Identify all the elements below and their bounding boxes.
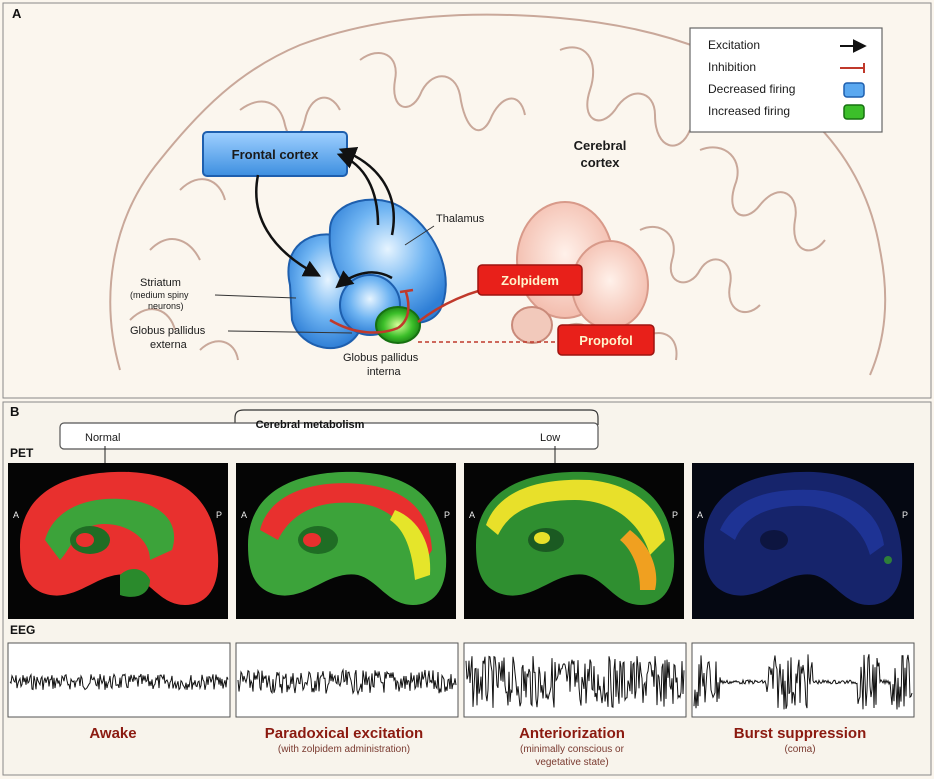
- zolpidem-box: [477, 264, 583, 296]
- pet-anteriorization-posterior: P: [672, 510, 678, 520]
- striatum-label-1: Striatum: [140, 277, 181, 289]
- striatum-label-3: neurons): [148, 301, 184, 311]
- panel-b: B Cerebral metabolism Normal Low PET A P: [2, 401, 932, 776]
- legend-excitation-label: Excitation: [708, 38, 760, 52]
- pet-image-anteriorization: A P: [464, 463, 684, 619]
- legend-inhibition-label: Inhibition: [708, 60, 756, 74]
- state-sub-anteriorization-2: vegetative state): [535, 757, 608, 768]
- metabolism-bracket: [234, 409, 599, 425]
- state-sub-anteriorization-1: (minimally conscious or: [520, 744, 625, 755]
- pet-image-awake: A P: [8, 463, 228, 619]
- metabolism-title: Cerebral metabolism: [256, 419, 365, 431]
- panel-a: A Frontal cortex: [2, 2, 932, 399]
- state-name-anteriorization: Anteriorization: [519, 725, 625, 742]
- excitation-arrows: [255, 147, 395, 289]
- state-name-burst: Burst suppression: [734, 725, 867, 742]
- state-name-awake: Awake: [89, 725, 136, 742]
- pet-image-paradoxical: A P: [236, 463, 456, 619]
- pet-awake-anterior: A: [13, 510, 19, 520]
- eeg-traces: [9, 654, 913, 710]
- gpi-label-1: Globus pallidus: [343, 352, 419, 364]
- eeg-trace-anteriorization: [465, 655, 685, 708]
- pet-paradoxical-anterior: A: [241, 510, 247, 520]
- normal-label: Normal: [85, 432, 120, 444]
- eeg-frame-awake: [7, 642, 231, 718]
- striatum-label-2: (medium spiny: [130, 290, 189, 300]
- pet-awake-posterior: P: [216, 510, 222, 520]
- legend: Excitation Inhibition Decreased firing I…: [689, 27, 883, 133]
- state-sub-paradoxical: (with zolpidem administration): [278, 744, 410, 755]
- gpe-label-2: externa: [150, 339, 188, 351]
- eeg-trace-burst: [693, 654, 913, 710]
- pet-burst-posterior: P: [902, 510, 908, 520]
- low-label: Low: [540, 432, 560, 444]
- gpe-leader: [227, 330, 353, 334]
- eeg-trace-awake: [9, 672, 229, 691]
- pet-label: PET: [10, 446, 34, 460]
- propofol-label: Propofol: [579, 333, 632, 348]
- thalamus-label: Thalamus: [436, 213, 485, 225]
- legend-decreased-label: Decreased firing: [708, 82, 795, 96]
- eeg-label: EEG: [10, 623, 35, 637]
- pet-burst-anterior: A: [697, 510, 703, 520]
- gpi-label-2: interna: [367, 366, 402, 378]
- brain-outline: [109, 13, 887, 376]
- propofol-box: [557, 324, 655, 356]
- pet-image-burst-suppression: A P: [692, 463, 914, 619]
- state-name-paradoxical: Paradoxical excitation: [265, 725, 423, 742]
- legend-increased-swatch: [843, 104, 865, 120]
- striatum-leader: [214, 294, 297, 299]
- panel-b-letter: B: [10, 404, 19, 419]
- cerebral-cortex-label-2: cortex: [580, 155, 620, 170]
- pet-paradoxical-posterior: P: [444, 510, 450, 520]
- eeg-trace-paradoxical: [237, 668, 457, 696]
- legend-decreased-swatch: [843, 82, 865, 98]
- thalamus-leader: [404, 225, 435, 246]
- cerebral-cortex-label-1: Cerebral: [574, 138, 627, 153]
- zolpidem-label: Zolpidem: [501, 273, 559, 288]
- metabolism-box: [59, 422, 599, 450]
- pet-anteriorization-anterior: A: [469, 510, 475, 520]
- panel-a-letter: A: [12, 6, 22, 21]
- gpi-shape: [375, 306, 421, 344]
- legend-increased-label: Increased firing: [708, 104, 790, 118]
- gpe-label-1: Globus pallidus: [130, 325, 206, 337]
- frontal-cortex-label: Frontal cortex: [232, 147, 319, 162]
- state-sub-burst: (coma): [784, 744, 815, 755]
